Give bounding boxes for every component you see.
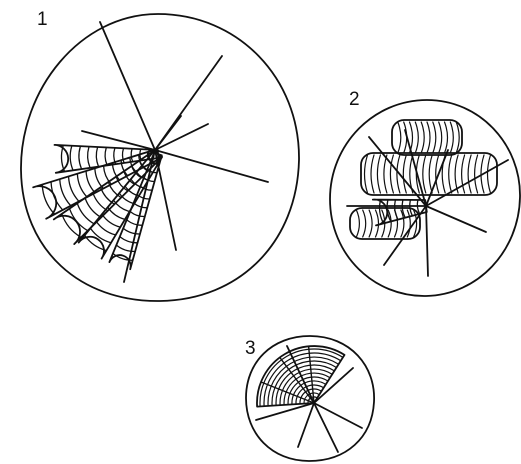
figure-2-band-hatch xyxy=(421,122,424,153)
figure-2-band-hatch xyxy=(398,122,401,153)
figure-2-band-hatch xyxy=(423,155,426,193)
figure-2-band-hatch xyxy=(462,155,465,193)
figure-1-lobe-rib xyxy=(70,209,87,230)
figure-1-lobe-rib xyxy=(70,146,73,169)
figure-2-band-hatch xyxy=(403,155,406,193)
figure-2-band-hatch xyxy=(356,210,359,237)
figure-2-band-hatch xyxy=(384,155,387,193)
figure-2-band-hatch xyxy=(388,210,391,237)
figure-1-lobe-rib xyxy=(79,147,82,169)
figure-2-band-hatch xyxy=(468,155,471,193)
figure-1-lobe-rib xyxy=(134,203,147,208)
figure-2-band-hatch xyxy=(415,122,418,153)
figure-1-lobe-rib xyxy=(77,174,86,196)
figure-1-lobe-rib xyxy=(69,177,79,201)
figure-2-band-hatch xyxy=(439,122,442,153)
figure-1-lobe-rib xyxy=(86,172,95,193)
figure-1-lobe-rib xyxy=(130,212,144,217)
figure-2-band xyxy=(361,153,497,195)
figure-2-band-hatch xyxy=(365,155,368,193)
figure-2-band-hatch xyxy=(475,155,478,193)
figure-2-band-hatch xyxy=(488,155,491,193)
figure-3-hatched-fan xyxy=(257,346,345,407)
figure-2-band-hatch xyxy=(433,122,436,153)
figure-2-band-hatch xyxy=(450,122,453,153)
figure-3 xyxy=(246,336,374,461)
figure-1-hatched-lobes xyxy=(33,145,162,269)
figure-1-lobe-rib xyxy=(131,149,132,161)
figure-2-band-hatch xyxy=(363,210,366,237)
figure-2-band xyxy=(392,120,462,155)
figure-1-lobe-rib xyxy=(127,220,142,225)
figure-1-lobe-rib xyxy=(85,199,100,218)
figure-1-lobe-rib xyxy=(120,194,134,204)
figure-1-lobe-rib xyxy=(88,147,90,167)
figure-1-lobe-rib xyxy=(105,148,107,165)
figure-2-band-hatch xyxy=(445,122,448,153)
figure-1-lobe-rib xyxy=(96,148,98,167)
figure-2-band-hatch xyxy=(427,122,430,153)
figure-1 xyxy=(21,14,299,301)
figure-2 xyxy=(330,100,520,296)
figure-2-band-hatch xyxy=(449,155,452,193)
figure-3-fan xyxy=(257,346,345,407)
figure-2-band-hatch xyxy=(371,155,374,193)
figure-1-lobe-rib xyxy=(95,169,103,188)
figure-2-band-hatch xyxy=(429,155,432,193)
figure-2-band-hatch xyxy=(377,155,380,193)
figure-2-lobe xyxy=(373,200,427,226)
figure-2-outline xyxy=(330,100,520,296)
figure-2-band-hatch xyxy=(369,210,372,237)
figure-2-band-hatch xyxy=(390,155,393,193)
figure-2-band-hatch xyxy=(376,210,379,237)
figure-1-lobe-rib xyxy=(78,204,94,224)
figure-2-band-hatch xyxy=(404,122,407,153)
figure-2-band-hatch xyxy=(456,122,459,153)
figure-1-lobe-rib xyxy=(60,180,71,205)
figure-2-hatched-bands xyxy=(350,120,497,239)
figure-1-lobe-rib xyxy=(108,208,124,220)
